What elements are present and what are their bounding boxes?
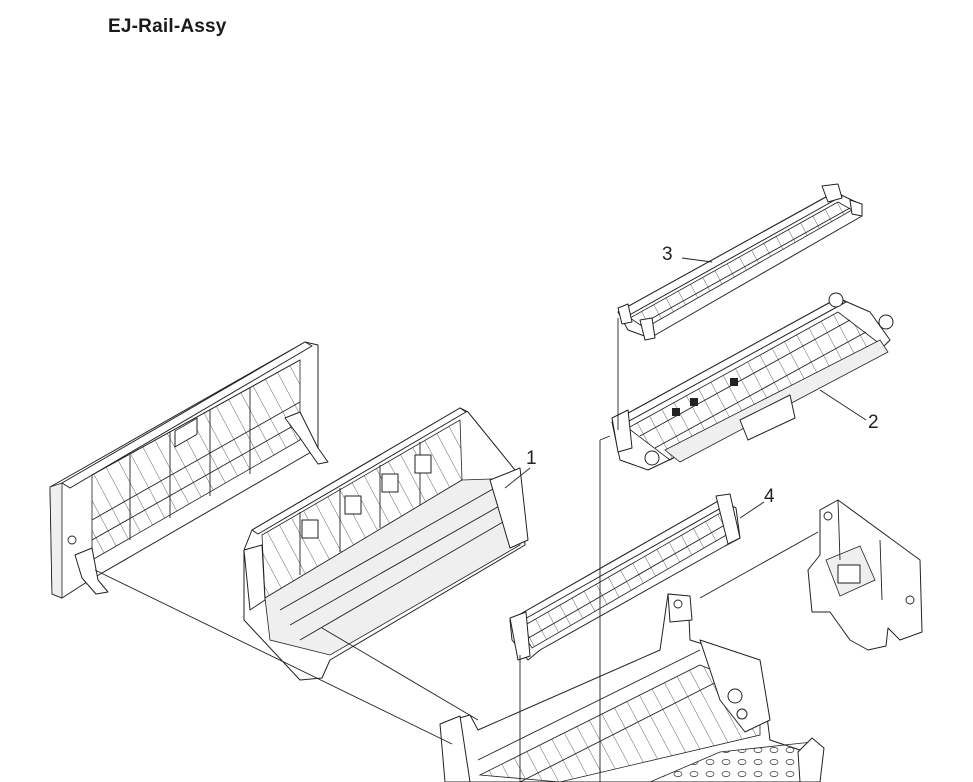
callout-label-1: 1 [526, 448, 537, 469]
callout-2: 2 [819, 389, 879, 433]
callout-label-3: 3 [662, 244, 673, 265]
assembly-lines [94, 318, 819, 782]
callout-3: 3 [662, 244, 713, 265]
part-4-lower-rail [509, 493, 741, 661]
page-title: EJ-Rail-Assy [108, 16, 227, 37]
rear-cover-panel [49, 341, 329, 599]
callout-1: 1 [504, 448, 537, 489]
part-1-eject-guide-assy [243, 407, 529, 681]
callout-label-2: 2 [868, 412, 879, 433]
part-2-roller-unit [611, 292, 894, 471]
part-3-upper-rail [617, 183, 863, 341]
callout-4: 4 [739, 486, 775, 519]
right-side-bracket [807, 499, 923, 651]
callout-label-4: 4 [764, 486, 775, 507]
main-chassis-frame [439, 593, 825, 782]
